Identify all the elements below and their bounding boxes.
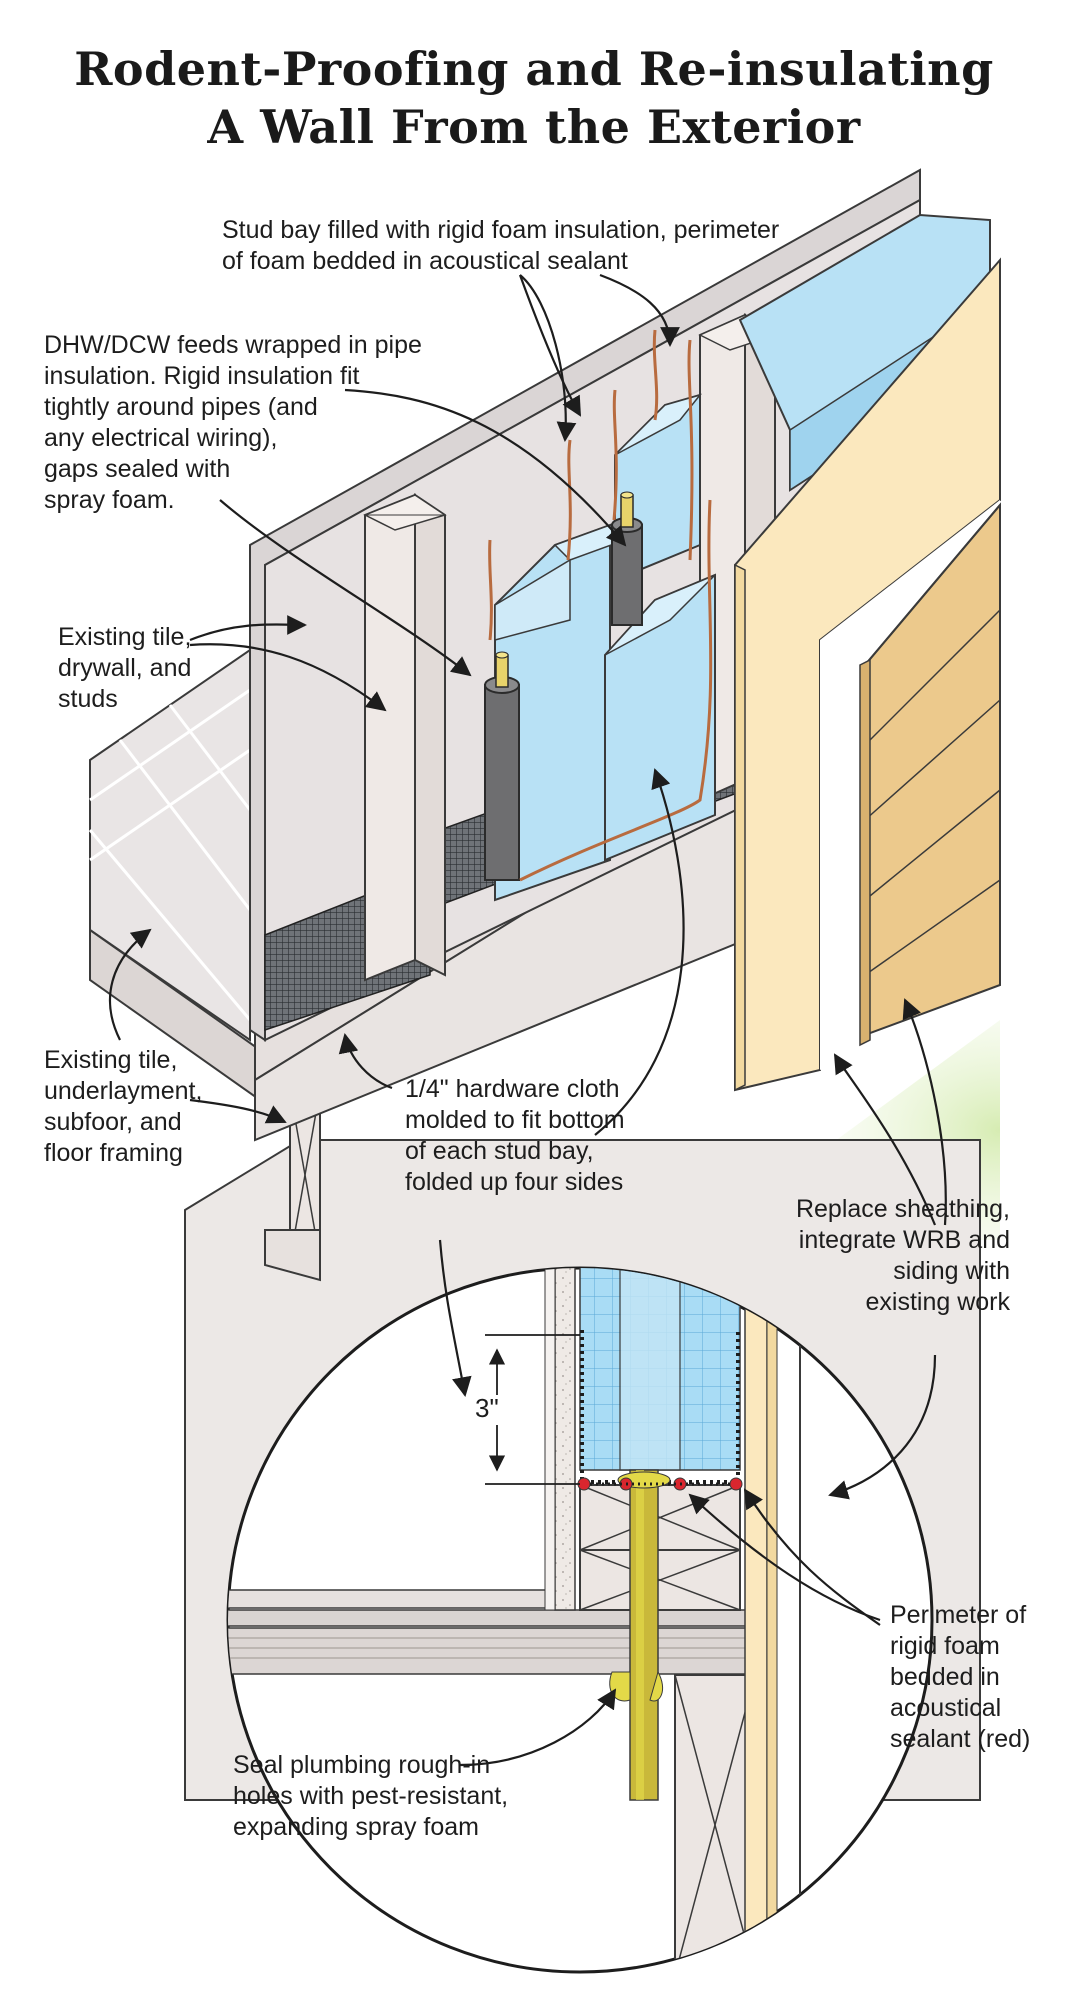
- callout-dhw-dcw-line: spray foam.: [44, 486, 175, 514]
- callout-seal-plumbing: Seal plumbing rough-in holes with pest-r…: [233, 1750, 508, 1843]
- callout-existing-tile-floor-line: underlayment,: [44, 1077, 203, 1105]
- callout-existing-tile-floor: Existing tile, underlayment, subfoor, an…: [44, 1045, 202, 1169]
- hardware-cloth-size: 1/4": [405, 1075, 449, 1103]
- callout-perimeter-foam-line: acoustical: [890, 1694, 1002, 1722]
- callout-perimeter-foam-line: rigid foam: [890, 1632, 1000, 1660]
- callout-perimeter-foam: Perimeter of rigid foam bedded in acoust…: [890, 1600, 1030, 1755]
- dimension-label: 3": [475, 1393, 499, 1423]
- callout-dhw-dcw-line: any electrical wiring),: [44, 424, 278, 452]
- callout-dhw-dcw-line: insulation. Rigid insulation fit: [44, 362, 360, 390]
- callout-dhw-dcw-line: gaps sealed with: [44, 455, 231, 483]
- callout-existing-tile-floor-line: subfoor, and: [44, 1108, 182, 1136]
- rigid-foam-board-1: [494, 523, 627, 902]
- callout-dhw-dcw-line: tightly around pipes (and: [44, 393, 318, 421]
- leader-arrows: [108, 273, 947, 1767]
- callout-replace-sheathing-line: existing work: [865, 1288, 1011, 1316]
- callout-existing-tile-drywall-line: drywall, and: [58, 654, 192, 682]
- stud-left: [363, 493, 447, 982]
- callout-perimeter-foam-line: bedded in: [890, 1663, 1000, 1691]
- callout-existing-tile-floor-line: floor framing: [44, 1139, 183, 1167]
- callout-seal-plumbing-line: Seal plumbing rough-in: [233, 1751, 491, 1779]
- callout-replace-sheathing-line: siding with: [893, 1257, 1010, 1285]
- floor-joist-block: [264, 1089, 321, 1282]
- callout-existing-tile-drywall-line: Existing tile,: [58, 623, 192, 651]
- diagram-title-line-1: Rodent-Proofing and Re-insulating: [74, 42, 994, 96]
- callout-hardware-cloth: 1/4" hardware cloth molded to fit bottom…: [405, 1074, 625, 1198]
- siding-panel: [859, 502, 1001, 1047]
- callout-seal-plumbing-line: holes with pest-resistant,: [233, 1782, 509, 1810]
- pipe-dcw: [484, 651, 520, 881]
- callout-stud-bay: Stud bay filled with rigid foam insulati…: [222, 215, 779, 277]
- callout-perimeter-foam-line: Perimeter of: [890, 1601, 1027, 1629]
- callout-replace-sheathing-line: Replace sheathing,: [795, 1195, 1010, 1223]
- callout-dhw-dcw-line: DHW/DCW feeds wrapped in pipe: [44, 331, 422, 359]
- callout-seal-plumbing-line: expanding spray foam: [233, 1813, 479, 1841]
- sheathing-panel: [734, 257, 1001, 1092]
- floor-tile-grid: [88, 688, 252, 1021]
- dimension-3in: [485, 1334, 580, 1485]
- callout-perimeter-foam-line: sealant (red): [890, 1725, 1031, 1753]
- callout-hardware-cloth-line: molded to fit bottom: [405, 1106, 625, 1134]
- callout-hardware-cloth-line: folded up four sides: [405, 1168, 624, 1196]
- callout-stud-bay-line: of foam bedded in acoustical sealant: [222, 247, 628, 275]
- callout-existing-tile-drywall: Existing tile, drywall, and studs: [58, 622, 191, 715]
- sealant-bead-4: [729, 1477, 743, 1491]
- callout-stud-bay-line: Stud bay filled with rigid foam insulati…: [222, 216, 780, 244]
- callout-hardware-cloth-line-1: 1/4" hardware cloth: [405, 1074, 625, 1105]
- diagram-title-line-2: A Wall From the Exterior: [207, 100, 861, 154]
- callout-hardware-cloth-line: of each stud bay,: [405, 1137, 594, 1165]
- callout-replace-sheathing-line: integrate WRB and: [798, 1226, 1010, 1254]
- callout-dhw-dcw: DHW/DCW feeds wrapped in pipe insulation…: [44, 330, 422, 516]
- detail-section: [228, 1268, 801, 1972]
- callout-existing-tile-floor-line: Existing tile,: [44, 1046, 178, 1074]
- hardware-cloth-text: hardware cloth: [455, 1075, 620, 1103]
- callout-replace-sheathing: Replace sheathing, integrate WRB and sid…: [760, 1194, 1010, 1318]
- callout-existing-tile-drywall-line: studs: [58, 685, 118, 713]
